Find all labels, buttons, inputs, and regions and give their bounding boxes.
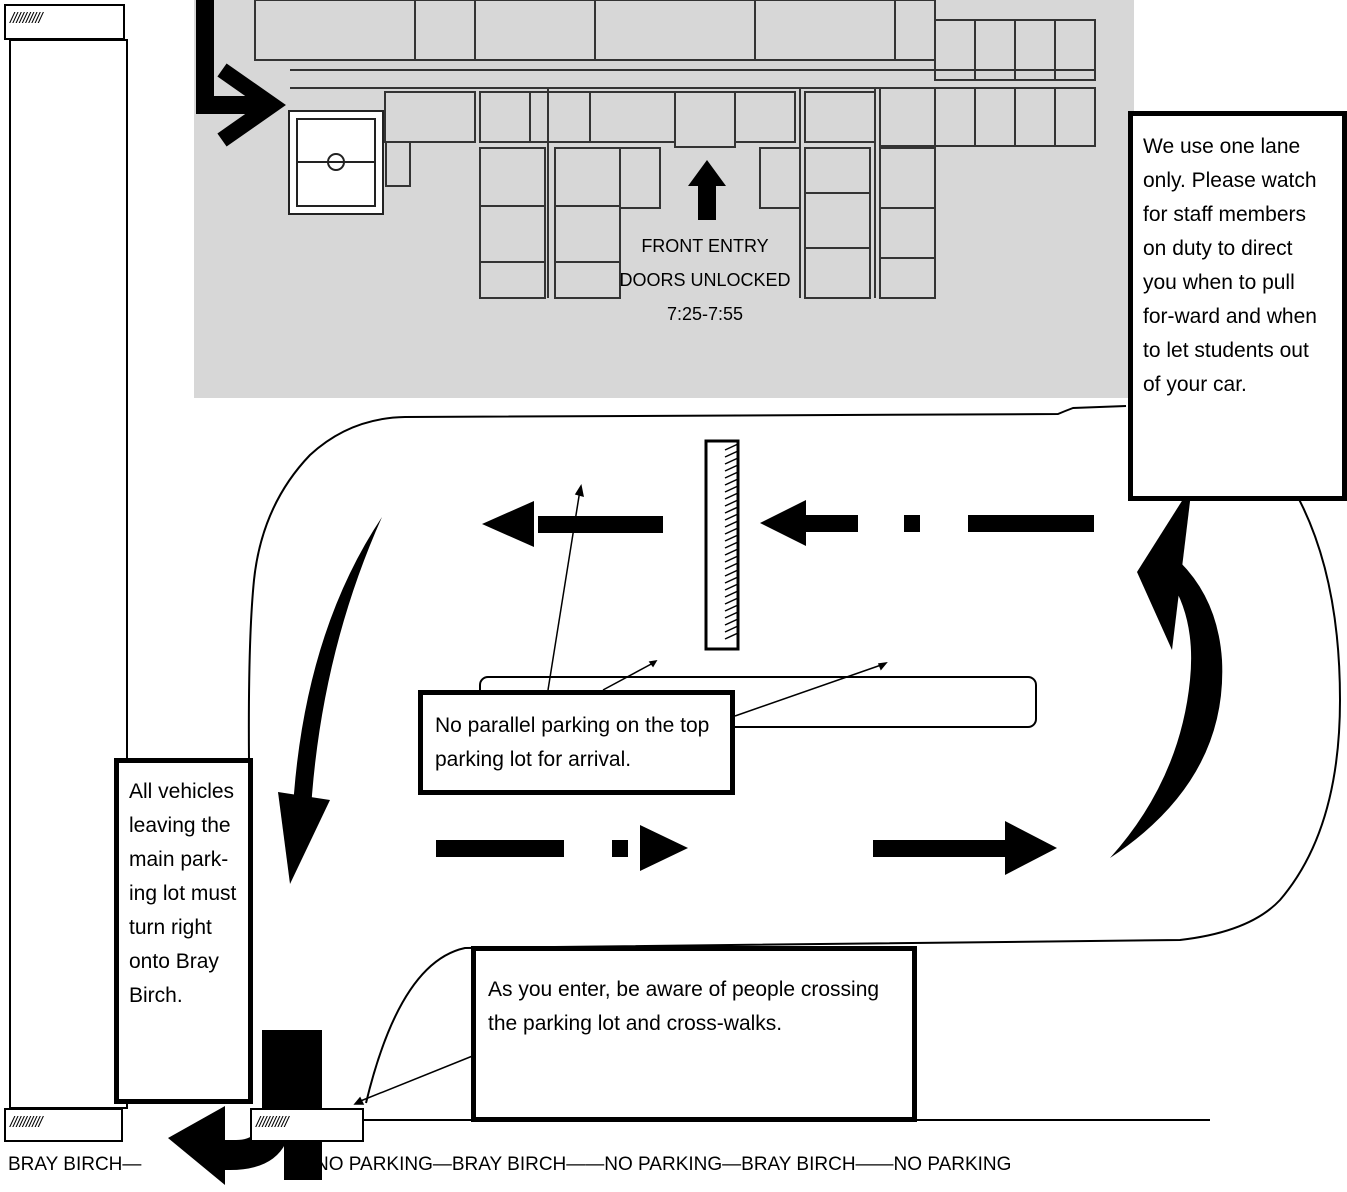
street-label-left: BRAY BIRCH— (8, 1154, 142, 1175)
hatch-line (724, 443, 739, 451)
hatch-line (724, 464, 739, 472)
hatch-line (724, 555, 739, 563)
front-entry-line3: 7:25-7:55 (666, 304, 744, 324)
hatch-line (724, 527, 739, 535)
front-entry-line2: DOORS UNLOCKED (619, 270, 791, 290)
hatch-line (724, 562, 739, 570)
top-lane-arrows (482, 500, 1094, 547)
left-sidewalk (9, 39, 128, 1109)
hatch-line (724, 478, 739, 486)
hatch-line (724, 492, 739, 500)
hatch-line (724, 583, 739, 591)
hatch-line (724, 632, 739, 640)
front-entry-label: FRONT ENTRY DOORS UNLOCKED 7:25-7:55 (595, 229, 815, 331)
hatch-line (724, 534, 739, 542)
hatch-top-left: ////////// (4, 4, 125, 40)
hatch-line (724, 597, 739, 605)
bottom-lane-arrows (436, 821, 1057, 875)
side-entry-arrow (196, 0, 286, 147)
hatch-line (724, 611, 739, 619)
hatch-line (724, 471, 739, 479)
hatch-line (724, 485, 739, 493)
hatch-line (724, 513, 739, 521)
note-one-lane: We use one lane only. Please watch for s… (1128, 111, 1347, 501)
crosswalk-hatch (704, 439, 740, 651)
hatch-line (724, 576, 739, 584)
hatch-line (724, 541, 739, 549)
hatch-line (724, 457, 739, 465)
leader-lines (353, 484, 888, 1105)
hatch-bottom-left: ////////// (4, 1108, 123, 1142)
note-exit-right: All vehicles leaving the main park-ing l… (114, 758, 253, 1104)
hatch-line (724, 520, 739, 528)
hatch-line (724, 548, 739, 556)
hatch-bottom-mid: ////////// (250, 1108, 364, 1142)
hatch-line (724, 569, 739, 577)
note-no-parallel: No parallel parking on the top parking l… (418, 690, 735, 795)
hatch-line (724, 604, 739, 612)
hatch-line (724, 590, 739, 598)
left-curved-arrow (278, 517, 382, 884)
floor-plan-walls (254, 0, 1096, 299)
hatch-line (724, 506, 739, 514)
hatch-line (724, 499, 739, 507)
street-label-right: —NO PARKING—BRAY BIRCH——NO PARKING—BRAY … (296, 1154, 1012, 1175)
gym-court (288, 110, 384, 215)
hatch-line (724, 450, 739, 458)
front-entry-line1: FRONT ENTRY (641, 236, 769, 256)
right-uturn-arrow (1110, 485, 1223, 858)
hatch-line (724, 625, 739, 633)
hatch-line (724, 618, 739, 626)
front-entry-arrow (688, 160, 726, 220)
note-enter-aware: As you enter, be aware of people crossin… (471, 946, 917, 1122)
